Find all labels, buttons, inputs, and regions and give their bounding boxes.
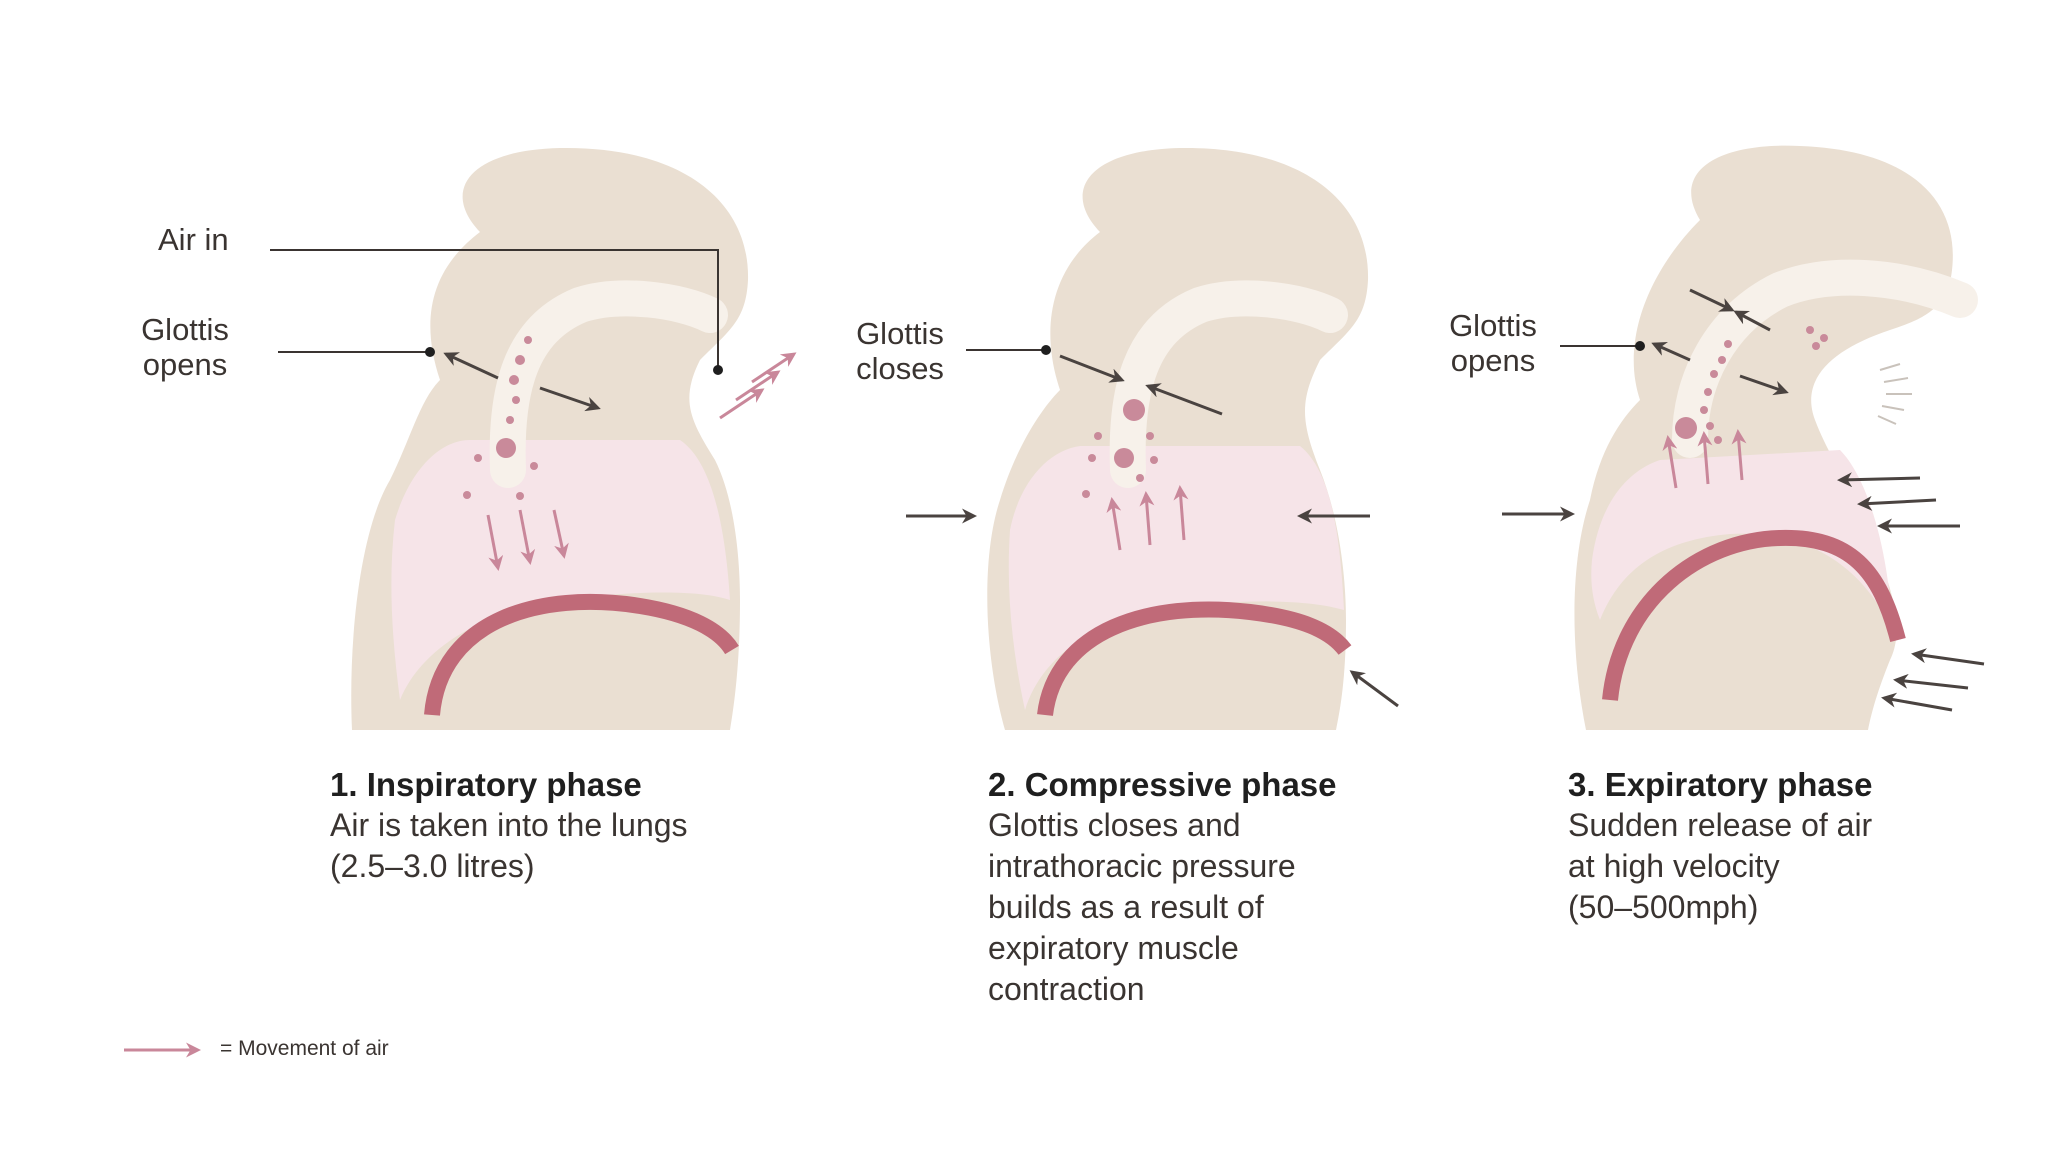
phase-title: 1. Inspiratory phase [330, 766, 642, 803]
glottis-opens-label-1: Glottis opens [141, 312, 229, 382]
phase-line: Glottis closes and [988, 807, 1241, 843]
phase-line: at high velocity [1568, 848, 1780, 884]
glottis-opens-label-3: Glottis opens [1449, 308, 1537, 378]
figure-compressive [906, 147, 1399, 730]
diaphragm [1037, 601, 1352, 717]
phase-line: builds as a result of [988, 889, 1264, 925]
lung-area [1008, 446, 1344, 710]
muscle-contraction-arrows [1502, 472, 1985, 712]
phase-line: (2.5–3.0 litres) [330, 848, 535, 884]
pressure-arrows [1106, 485, 1189, 551]
phase-line: Sudden release of air [1568, 807, 1873, 843]
caption-inspiratory: 1. Inspiratory phase Air is taken into t… [330, 764, 850, 887]
glottis-open-arrows [443, 352, 601, 412]
muscle-contraction-arrows [906, 508, 1399, 708]
phase-title: 3. Expiratory phase [1568, 766, 1873, 803]
mouth-air-arrows [719, 352, 797, 420]
figure-inspiratory [270, 147, 797, 730]
air-movement-arrow-icon [124, 1042, 201, 1058]
figure-expiratory [1502, 145, 1985, 730]
air-particles [1082, 399, 1158, 498]
diaphragm [1602, 529, 1906, 701]
leader-lines [270, 249, 719, 370]
air-in-arrows [486, 509, 569, 571]
phase-line: expiratory muscle [988, 930, 1239, 966]
glottis-close-arrows [1059, 354, 1223, 416]
air-release-spray [1877, 363, 1912, 425]
phase-line: intrathoracic pressure [988, 848, 1296, 884]
airway [489, 280, 728, 488]
lung-area [1591, 450, 1892, 630]
legend: = Movement of air [120, 1034, 480, 1068]
diaphragm [424, 593, 739, 716]
phase-line: contraction [988, 971, 1145, 1007]
legend-text: = Movement of air [220, 1037, 389, 1060]
glottis-open-arrows [1651, 288, 1789, 396]
glottis-closes-label: Glottis closes [856, 316, 944, 386]
air-particles [463, 336, 538, 500]
phase-title: 2. Compressive phase [988, 766, 1337, 803]
phase-line: (50–500mph) [1568, 889, 1759, 925]
air-particles [1675, 326, 1828, 444]
caption-expiratory: 3. Expiratory phase Sudden release of ai… [1568, 764, 2028, 928]
airway [1672, 259, 1978, 458]
lung-area [391, 440, 730, 700]
caption-compressive: 2. Compressive phase Glottis closes and … [988, 764, 1508, 1010]
phase-line: Air is taken into the lungs [330, 807, 688, 843]
air-in-label: Air in [158, 222, 229, 257]
expiration-arrows [1662, 429, 1747, 489]
